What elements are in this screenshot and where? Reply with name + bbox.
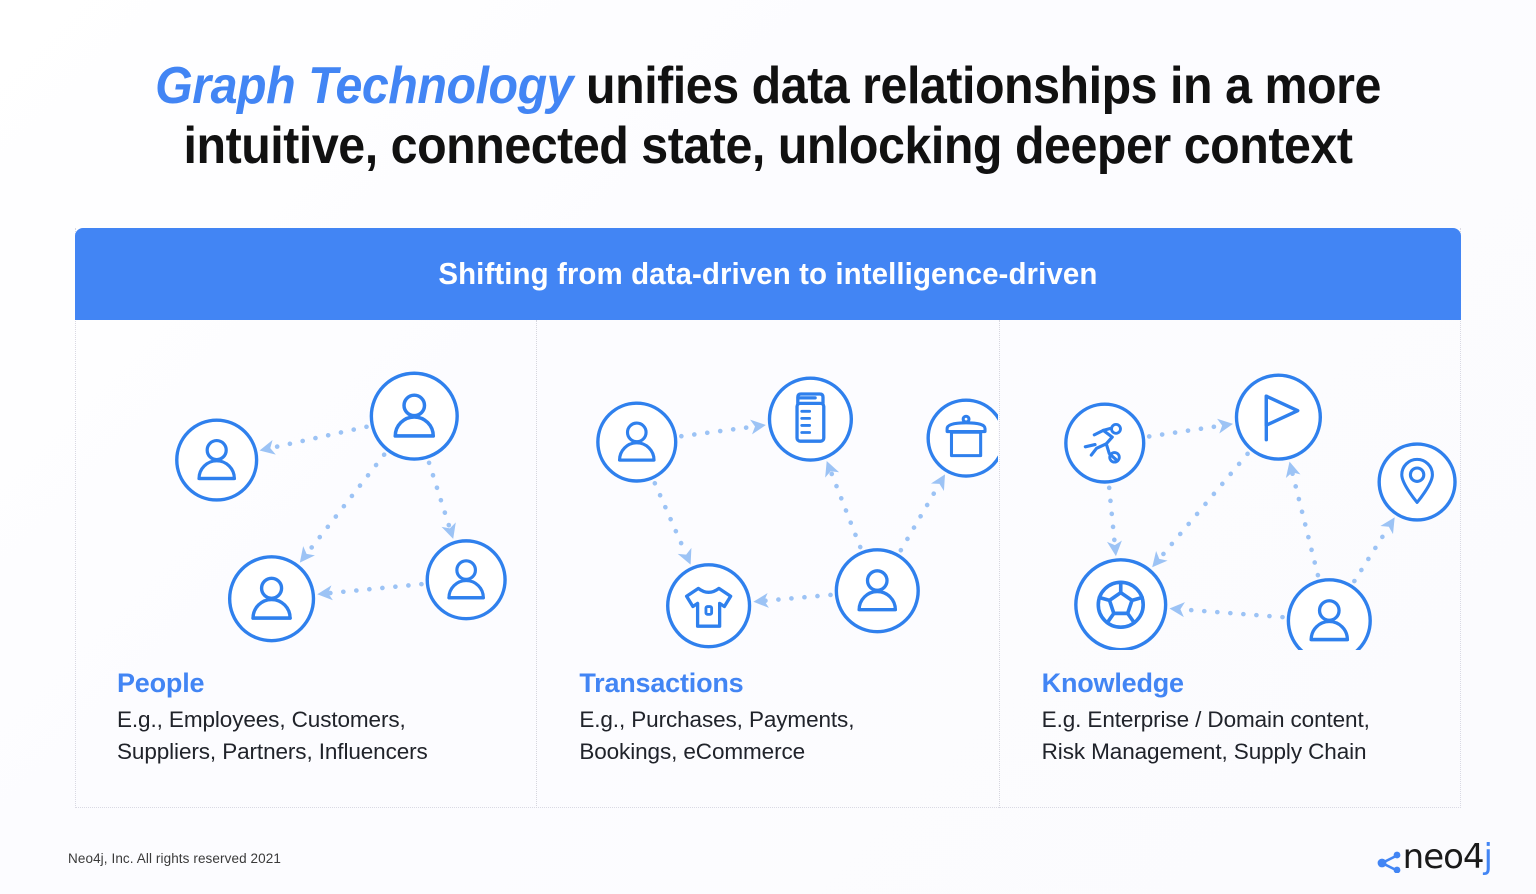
graph-node[interactable] [175,418,259,502]
neo4j-logo: neo4j [1376,830,1494,877]
graph-node[interactable] [227,555,316,643]
graph-edge-arrow-icon [825,460,840,478]
graph-node[interactable] [1377,442,1457,522]
graph-edge [652,480,689,556]
graph-edge-arrow-icon [1285,461,1301,479]
graph-edge-arrow-icon [259,439,276,455]
person-icon [197,438,236,481]
graph-edge-arrow-icon [317,585,333,601]
logo-word-dark: neo4 [1402,837,1485,877]
page-title: Graph Technology unifies data relationsh… [110,56,1427,176]
person-icon [393,393,435,438]
graph-edge [1289,470,1320,578]
graph-edge-arrow-icon [1151,551,1168,568]
graph-edge-arrow-icon [931,474,946,492]
graph-edge [304,452,387,556]
graph-node[interactable] [1063,402,1146,484]
graph-edge-arrow-icon [1169,602,1185,618]
graph-edge-arrow-icon [299,546,315,563]
graph-edge [898,482,942,553]
banner: Shifting from data-driven to intelligenc… [75,228,1461,320]
graph-edge-arrow-icon [441,522,456,539]
graph-edge [1351,525,1391,584]
caption-body: E.g., Purchases, Payments, Bookings, eCo… [579,707,855,764]
graph-node[interactable] [926,398,999,478]
graph-edge-arrow-icon [1106,540,1122,557]
graph-node[interactable] [768,376,854,462]
column-transactions: Transactions E.g., Purchases, Payments, … [536,320,999,808]
caption-body: E.g., Employees, Customers, Suppliers, P… [117,707,428,764]
content-card [75,228,1461,808]
person-icon [251,576,292,620]
graph-edge [1178,607,1285,620]
graph-edge-arrow-icon [750,419,767,435]
graph-edge [1106,485,1117,547]
graph-node[interactable] [834,548,921,634]
node-graph-svg [1063,373,1457,650]
node-graph-svg [596,376,999,649]
graph-edge [763,592,834,604]
graph-node[interactable] [596,401,678,483]
graph-edge [679,424,757,439]
soccer-player-icon [1083,422,1122,464]
title-accent: Graph Technology [155,57,574,115]
node-circle [926,398,999,478]
flask-icon [795,392,826,443]
tshirt-icon [685,586,733,628]
graph-knowledge [1000,320,1461,650]
container-icon [945,414,987,458]
title-rest: unifies data relationships in a more int… [183,57,1382,175]
column-people: People E.g., Employees, Customers, Suppl… [75,320,536,808]
graph-node[interactable] [1073,558,1167,650]
graph-node[interactable] [1234,373,1322,461]
node-circle [1073,558,1167,650]
caption-knowledge: Knowledge E.g. Enterprise / Domain conte… [1042,667,1441,768]
location-pin-icon [1399,457,1434,504]
column-knowledge: Knowledge E.g. Enterprise / Domain conte… [998,320,1461,808]
graph-node[interactable] [425,539,507,621]
graph-edge [426,460,452,530]
graph-node[interactable] [1286,578,1372,650]
graph-people [75,320,536,650]
flag-icon [1264,394,1300,442]
graph-edge [268,424,369,451]
caption-people: People E.g., Employees, Customers, Suppl… [117,667,516,768]
person-icon [447,559,485,600]
logo-wordmark: neo4j [1402,837,1494,877]
caption-body: E.g. Enterprise / Domain content, Risk M… [1041,707,1370,764]
person-icon [857,569,898,612]
graph-node[interactable] [666,563,752,649]
graph-edge [326,581,424,596]
neo4j-mark-icon [1377,851,1401,873]
caption-heading: People [117,668,205,698]
node-graph-svg [175,371,507,643]
node-circle [1234,373,1322,461]
person-icon [618,421,656,462]
graph-edge-arrow-icon [753,592,770,608]
graph-edge [829,469,863,550]
graph-edge-arrow-icon [678,547,692,565]
graph-edge-arrow-icon [1380,517,1395,535]
copyright-text: Neo4j, Inc. All rights reserved 2021 [68,851,281,866]
graph-node[interactable] [369,371,459,461]
caption-heading: Knowledge [1041,668,1184,698]
node-circle [1286,578,1372,650]
caption-heading: Transactions [579,668,744,698]
graph-edge [1157,451,1250,561]
banner-title: Shifting from data-driven to intelligenc… [438,256,1098,291]
column-container: People E.g., Employees, Customers, Suppl… [75,320,1461,808]
graph-edge-arrow-icon [1216,418,1233,434]
logo-word-accent: j [1483,837,1494,877]
soccer-ball-icon [1096,580,1145,630]
person-icon [1309,599,1349,642]
graph-transactions [537,320,999,650]
graph-edge [1146,423,1224,439]
caption-transactions: Transactions E.g., Purchases, Payments, … [579,667,978,768]
